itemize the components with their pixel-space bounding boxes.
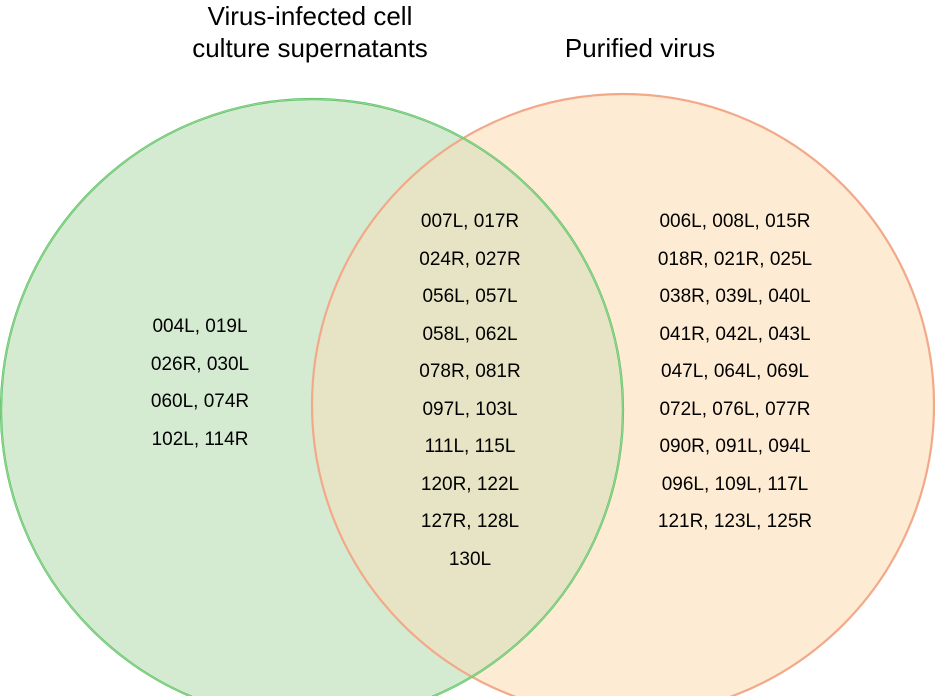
list-item: 060L, 074R bbox=[150, 391, 250, 412]
left-set-title-line-2: culture supernatants bbox=[192, 33, 428, 63]
list-item: 056L, 057L bbox=[422, 286, 518, 307]
left-only-list: 004L, 019L 026R, 030L 060L, 074R 102L, 1… bbox=[100, 308, 300, 458]
list-item: 090R, 091L, 094L bbox=[659, 436, 811, 457]
list-item: 038R, 039L, 040L bbox=[659, 286, 811, 307]
right-circle-outline bbox=[310, 92, 935, 696]
list-item: 018R, 021R, 025L bbox=[657, 248, 813, 270]
list-item: 096L, 109L, 117L bbox=[661, 473, 809, 495]
shared-list: 007L, 017R 024R, 027R 056L, 057L 058L, 0… bbox=[370, 203, 570, 578]
list-item: 121R, 123L, 125R bbox=[657, 511, 813, 532]
left-circle-inner-outline bbox=[0, 98, 624, 696]
left-set-title-line-1: Virus-infected cell bbox=[207, 1, 413, 31]
list-item: 024R, 027R bbox=[419, 248, 521, 270]
list-item: 097L, 103L bbox=[422, 398, 518, 420]
list-item: 120R, 122L bbox=[420, 473, 520, 495]
list-item: 007L, 017R bbox=[420, 211, 520, 232]
list-item: 047L, 064L, 069L bbox=[661, 361, 809, 382]
list-item: 078R, 081R bbox=[419, 361, 521, 382]
list-item: 006L, 008L, 015R bbox=[659, 211, 811, 232]
list-item: 130L bbox=[448, 548, 492, 570]
right-set-title: Purified virus bbox=[520, 32, 760, 64]
list-item: 111L, 115L bbox=[424, 436, 516, 457]
right-only-list: 006L, 008L, 015R 018R, 021R, 025L 038R, … bbox=[620, 203, 850, 541]
list-item: 102L, 114R bbox=[151, 428, 249, 450]
list-item: 127R, 128L bbox=[420, 511, 520, 532]
list-item: 004L, 019L bbox=[152, 316, 248, 337]
list-item: 041R, 042L, 043L bbox=[659, 323, 811, 345]
overlap-region bbox=[312, 99, 623, 696]
list-item: 026R, 030L bbox=[150, 353, 250, 375]
right-set-title-line-1: Purified virus bbox=[564, 33, 716, 63]
list-item: 058L, 062L bbox=[422, 323, 518, 345]
left-set-title: Virus-infected cell culture supernatants bbox=[140, 0, 480, 64]
list-item: 072L, 076L, 077R bbox=[659, 398, 811, 420]
